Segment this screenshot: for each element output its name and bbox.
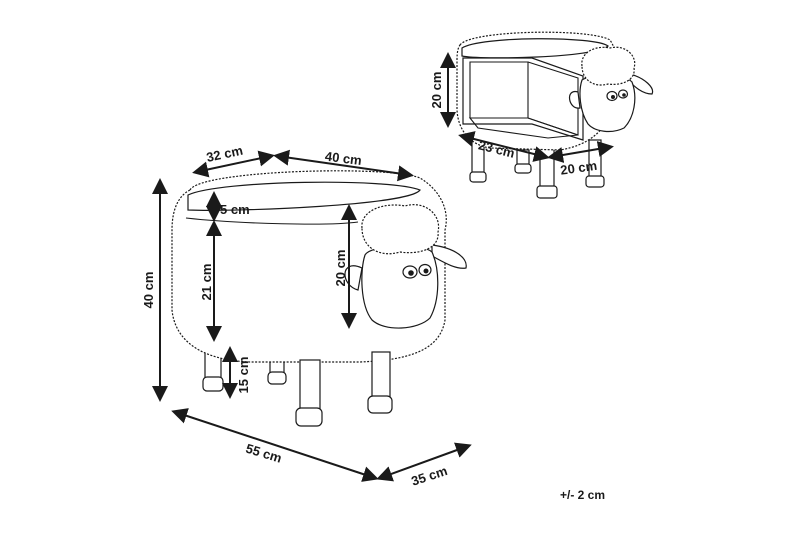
sheep-stool-main [171, 170, 467, 427]
label-storage-height: 20 cm [429, 72, 444, 109]
inset-head [569, 46, 654, 133]
wool-tuft [361, 204, 440, 255]
tolerance-note: +/- 2 cm [560, 488, 605, 502]
face [361, 245, 439, 329]
label-storage-width: 20 cm [559, 158, 598, 178]
seat-top [187, 181, 421, 211]
ear-right [431, 244, 467, 269]
label-cushion: 5 cm [220, 202, 250, 217]
label-length-top: 40 cm [324, 149, 362, 168]
dimension-arrows-inset [440, 52, 614, 163]
front-leg-left [295, 359, 323, 427]
label-body: 21 cm [199, 264, 214, 301]
sheep-stool-inset [456, 31, 654, 199]
sheep-head [344, 204, 467, 329]
label-legs: 15 cm [236, 357, 251, 394]
label-depth-bottom: 35 cm [409, 463, 449, 489]
label-total-height: 40 cm [141, 272, 156, 309]
eyes [402, 263, 432, 279]
label-head: 20 cm [333, 250, 348, 287]
front-leg-right [367, 351, 393, 414]
label-depth-top: 32 cm [205, 143, 244, 165]
dimension-arrows-main [152, 149, 472, 482]
label-length-bottom: 55 cm [244, 441, 284, 466]
